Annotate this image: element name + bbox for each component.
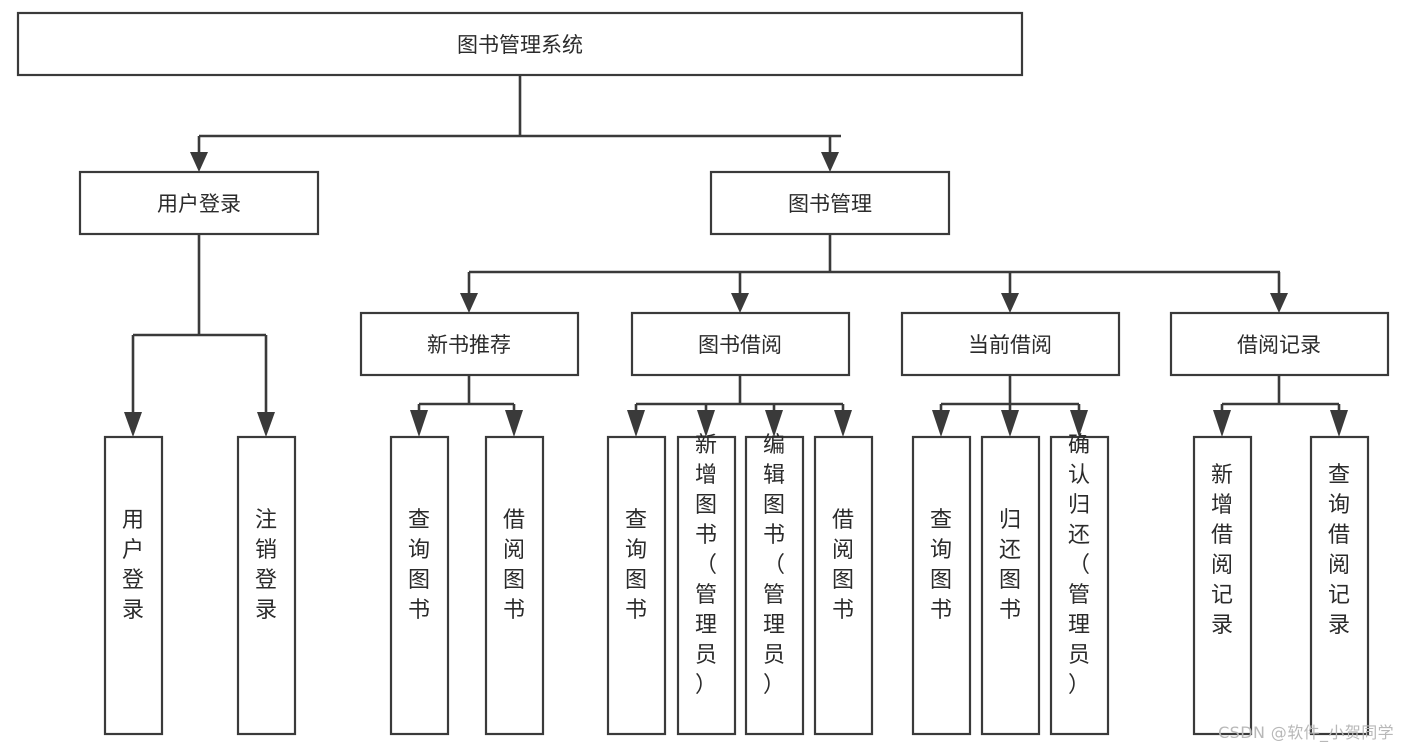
leaf-book-borrow-2[interactable]: 编辑图书（管理员） <box>744 433 805 736</box>
leaf-box[interactable] <box>1309 435 1370 736</box>
leaf-label: 借阅图书 <box>503 508 525 623</box>
leaf-box[interactable] <box>103 435 164 736</box>
arrow-to-book-manage <box>821 152 839 172</box>
node-current-borrow[interactable]: 当前借阅 <box>900 311 1121 377</box>
arrow-ul-leaf2 <box>257 412 275 437</box>
arrow-to-record <box>1270 293 1288 313</box>
node-current-borrow-label: 当前借阅 <box>968 333 1052 357</box>
arrow-cb-leaf1 <box>932 410 950 437</box>
node-book-manage-box[interactable] <box>709 170 951 236</box>
leaf-label: 查询借阅记录 <box>1328 463 1350 638</box>
leaf-box[interactable] <box>606 435 667 736</box>
csdn-watermark: CSDN @软件_小贺同学 <box>1218 723 1394 742</box>
node-book-borrow[interactable]: 图书借阅 <box>630 311 851 377</box>
arrow-cb-leaf3 <box>1070 410 1088 437</box>
leaf-current-borrow-2[interactable]: 确认归还（管理员） <box>1049 433 1110 736</box>
leaf-new-book-rec-0[interactable]: 查询图书 <box>389 435 450 736</box>
arrow-nb-leaf2 <box>505 410 523 437</box>
leaf-book-borrow-3[interactable]: 借阅图书 <box>813 435 874 736</box>
arrow-br-leaf2 <box>1330 410 1348 437</box>
leaf-box[interactable] <box>813 435 874 736</box>
node-new-book-rec-label: 新书推荐 <box>427 333 511 357</box>
leaf-box[interactable] <box>1192 435 1253 736</box>
leaf-box[interactable] <box>744 435 805 736</box>
leaf-current-borrow-1[interactable]: 归还图书 <box>980 435 1041 736</box>
leaf-label: 归还图书 <box>999 508 1021 623</box>
node-new-book-rec[interactable]: 新书推荐 <box>359 311 580 377</box>
leaf-box[interactable] <box>911 435 972 736</box>
leaf-box[interactable] <box>389 435 450 736</box>
node-root[interactable]: 图书管理系统 <box>16 11 1024 77</box>
leaf-box[interactable] <box>1049 435 1110 736</box>
leaf-borrow-record-0[interactable]: 新增借阅记录 <box>1192 435 1253 736</box>
leaf-label: 查询图书 <box>625 508 647 623</box>
node-new-book-rec-box[interactable] <box>359 311 580 377</box>
leaf-layer: 用户登录 注销登录 查询图书 借阅图书 查询图书 新增图书 <box>103 433 1370 736</box>
arrow-to-borrow <box>731 293 749 313</box>
leaf-user-login-0[interactable]: 用户登录 <box>103 435 164 736</box>
node-borrow-record-box[interactable] <box>1169 311 1390 377</box>
arrow-bb-leaf1 <box>627 410 645 437</box>
leaf-label: 注销登录 <box>255 508 277 623</box>
leaf-label: 编辑图书（管理员） <box>763 433 785 698</box>
node-user-login-label: 用户登录 <box>157 192 241 216</box>
leaf-label: 确认归还（管理员） <box>1068 433 1090 698</box>
arrow-to-current <box>1001 293 1019 313</box>
node-borrow-record-label: 借阅记录 <box>1237 333 1321 357</box>
leaf-book-borrow-0[interactable]: 查询图书 <box>606 435 667 736</box>
leaf-box[interactable] <box>484 435 545 736</box>
arrow-bb-leaf4 <box>834 410 852 437</box>
node-root-box[interactable] <box>16 11 1024 77</box>
arrow-to-user-login <box>190 152 208 172</box>
leaf-book-borrow-1[interactable]: 新增图书（管理员） <box>676 433 737 736</box>
leaf-label: 新增借阅记录 <box>1211 463 1233 638</box>
arrow-bb-leaf2 <box>697 410 715 437</box>
leaf-box[interactable] <box>676 435 737 736</box>
leaf-user-login-1[interactable]: 注销登录 <box>236 435 297 736</box>
leaf-new-book-rec-1[interactable]: 借阅图书 <box>484 435 545 736</box>
leaf-borrow-record-1[interactable]: 查询借阅记录 <box>1309 435 1370 736</box>
arrow-to-newbook <box>460 293 478 313</box>
connector-layer <box>124 75 1348 437</box>
node-book-borrow-label: 图书借阅 <box>698 333 782 357</box>
leaf-label: 用户登录 <box>122 508 144 623</box>
node-current-borrow-box[interactable] <box>900 311 1121 377</box>
arrow-bb-leaf3 <box>765 410 783 437</box>
node-book-manage-label: 图书管理 <box>788 192 872 216</box>
arrow-br-leaf1 <box>1213 410 1231 437</box>
leaf-box[interactable] <box>980 435 1041 736</box>
leaf-label: 借阅图书 <box>832 508 854 623</box>
node-borrow-record[interactable]: 借阅记录 <box>1169 311 1390 377</box>
leaf-label: 查询图书 <box>930 508 952 623</box>
arrow-ul-leaf1 <box>124 412 142 437</box>
node-root-label: 图书管理系统 <box>457 33 583 57</box>
leaf-current-borrow-0[interactable]: 查询图书 <box>911 435 972 736</box>
leaf-box[interactable] <box>236 435 297 736</box>
node-book-manage[interactable]: 图书管理 <box>709 170 951 236</box>
leaf-label: 新增图书（管理员） <box>695 433 717 698</box>
arrow-cb-leaf2 <box>1001 410 1019 437</box>
leaf-label: 查询图书 <box>408 508 430 623</box>
node-user-login[interactable]: 用户登录 <box>78 170 320 236</box>
node-user-login-box[interactable] <box>78 170 320 236</box>
node-book-borrow-box[interactable] <box>630 311 851 377</box>
arrow-nb-leaf1 <box>410 410 428 437</box>
